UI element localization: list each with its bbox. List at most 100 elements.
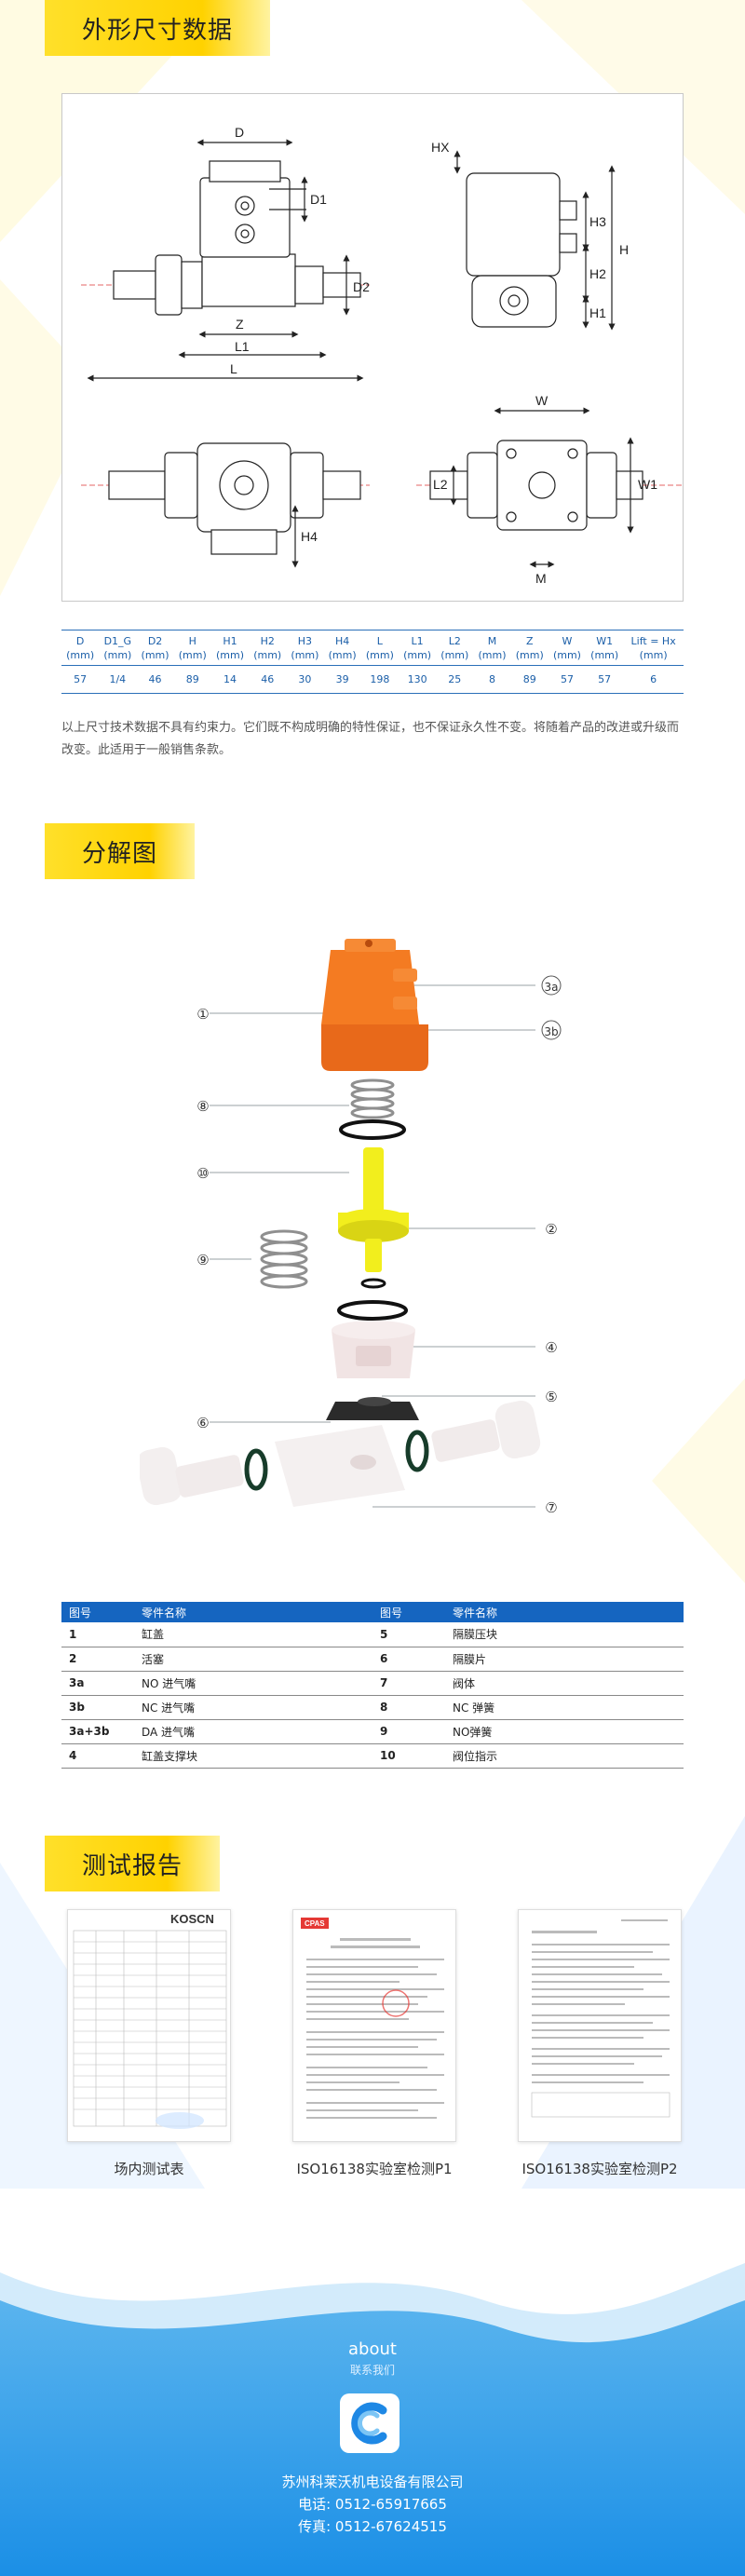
part-number: 2 [61,1647,134,1672]
valve-body [136,1400,541,1507]
spec-header-unit: (mm) [552,648,581,661]
spec-value-cell: 25 [436,665,474,694]
spec-header-cell: L(mm) [360,630,399,666]
dim-label-M: M [535,571,547,586]
part-name: 阀位指示 [445,1743,684,1769]
footer: about 联系我们 苏州科莱沃机电设备有限公司 电话: 0512-659176… [0,2235,745,2576]
part-number: 3b [61,1695,134,1720]
spec-header-cell: H(mm) [173,630,211,666]
section-title-text: 分解图 [82,839,158,868]
dimension-drawing: D D1 D2 Z L1 L HX H3 H H2 H1 W W1 L2 H4 … [61,93,684,602]
phone-number[interactable]: 电话: 0512-65917665 [298,2496,447,2513]
part-name: NO弹簧 [445,1719,684,1744]
callout-2: ② [545,1221,557,1238]
spec-header-cell: L2(mm) [436,630,474,666]
diaphragm [326,1402,419,1420]
o-ring [339,1119,406,1140]
spec-value-cell: 6 [623,665,684,694]
report-iso-p2[interactable]: ISO16138实验室检测P2 [507,1909,693,2178]
dim-label-H1: H1 [589,305,606,320]
dim-label-Z: Z [236,317,244,332]
part-number: 1 [61,1622,134,1647]
spec-header-cell: H2(mm) [249,630,287,666]
report-onsite-test[interactable]: KOSCN 场内测试表 [56,1909,242,2178]
col-header-name-2: 零件名称 [445,1602,684,1622]
spec-header-name: D1_G [103,634,132,647]
exploded-view: ① ⑧ ⑩ ⑨ ⑥ 3a 3b ② ④ ⑤ ⑦ [136,931,605,1546]
spec-header-cell: W1(mm) [586,630,624,666]
spec-header-name: W [562,634,573,647]
dim-label-L1: L1 [235,339,250,354]
spec-header-unit: (mm) [440,648,469,661]
spec-value-cell: 8 [473,665,511,694]
about-heading: about [348,2339,397,2359]
dim-label-H3: H3 [589,214,606,229]
spec-header-unit: (mm) [291,648,319,661]
contact-info: 苏州科莱沃机电设备有限公司 电话: 0512-65917665 传真: 0512… [0,2471,745,2538]
nc-spring [350,1078,395,1119]
spec-header-name: H [188,634,196,647]
dim-label-H2: H2 [589,266,606,281]
spec-header-unit: (mm) [215,648,244,661]
dim-label-HX: HX [431,140,450,155]
part-name: 隔膜压块 [445,1622,684,1647]
spec-value-cell: 89 [510,665,549,694]
spec-header-name: H2 [260,634,275,647]
section-title-dimensions: 外形尺寸数据 [45,0,271,56]
spec-value-cell: 39 [323,665,361,694]
report-caption: ISO16138实验室检测P2 [522,2161,678,2177]
callout-3a: 3a [545,981,559,994]
spec-value-cell: 46 [136,665,174,694]
report-thumbnail: KOSCN [67,1909,231,2142]
part-name: 隔膜片 [445,1647,684,1672]
spec-header-cell: D(mm) [61,630,100,666]
part-name: DA 进气嘴 [134,1719,372,1744]
company-logo [340,2393,400,2453]
dim-label-D2: D2 [353,279,370,294]
spec-header-unit: (mm) [103,648,132,661]
spec-header-cell: H1(mm) [210,630,250,666]
spec-value-cell: 198 [360,665,399,694]
spec-header-cell: H4(mm) [323,630,361,666]
spec-value-cell: 1/4 [99,665,137,694]
cylinder-cap [321,939,428,1071]
spec-header-unit: (mm) [141,648,169,661]
spec-header-cell: Z(mm) [510,630,549,666]
col-header-no: 图号 [61,1602,134,1622]
disclaimer-note: 以上尺寸技术数据不具有约束力。它们既不构成明确的特性保证，也不保证永久性不变。将… [61,721,680,757]
no-spring [260,1229,308,1289]
callout-8: ⑧ [196,1098,209,1115]
spec-header-name: H1 [223,634,237,647]
part-number: 3a+3b [61,1719,134,1744]
spec-value-cell: 30 [286,665,324,694]
spec-header-unit: (mm) [66,648,95,661]
callout-1: ① [196,1006,209,1023]
spec-header-cell: M(mm) [473,630,511,666]
spec-header-name: L1 [411,634,424,647]
spec-value-cell: 46 [249,665,287,694]
section-title-reports: 测试报告 [45,1836,221,1891]
part-number: 6 [372,1647,445,1672]
report-brand: KOSCN [170,1912,214,1926]
spec-header-name: W1 [596,634,614,647]
spec-header-name: L2 [448,634,461,647]
spec-header-cell: H3(mm) [286,630,324,666]
part-name: NC 弹簧 [445,1695,684,1720]
spec-value-cell: 14 [210,665,250,694]
spec-header-name: M [487,634,497,647]
callout-9: ⑨ [196,1252,209,1268]
part-name: 阀体 [445,1671,684,1696]
dim-label-H4: H4 [301,529,318,544]
spec-header-unit: (mm) [515,648,544,661]
exploded-view-svg: ① ⑧ ⑩ ⑨ ⑥ 3a 3b ② ④ ⑤ ⑦ [136,939,562,1516]
spec-header-unit: (mm) [365,648,394,661]
spec-header-name: D2 [147,634,163,647]
part-name: 缸盖 [134,1622,372,1647]
col-header-name: 零件名称 [134,1602,372,1622]
report-iso-p1[interactable]: CPAS ISO16138实验室检测P1 [281,1909,467,2178]
dim-label-W: W [535,393,549,408]
o-ring-lower [337,1300,408,1321]
